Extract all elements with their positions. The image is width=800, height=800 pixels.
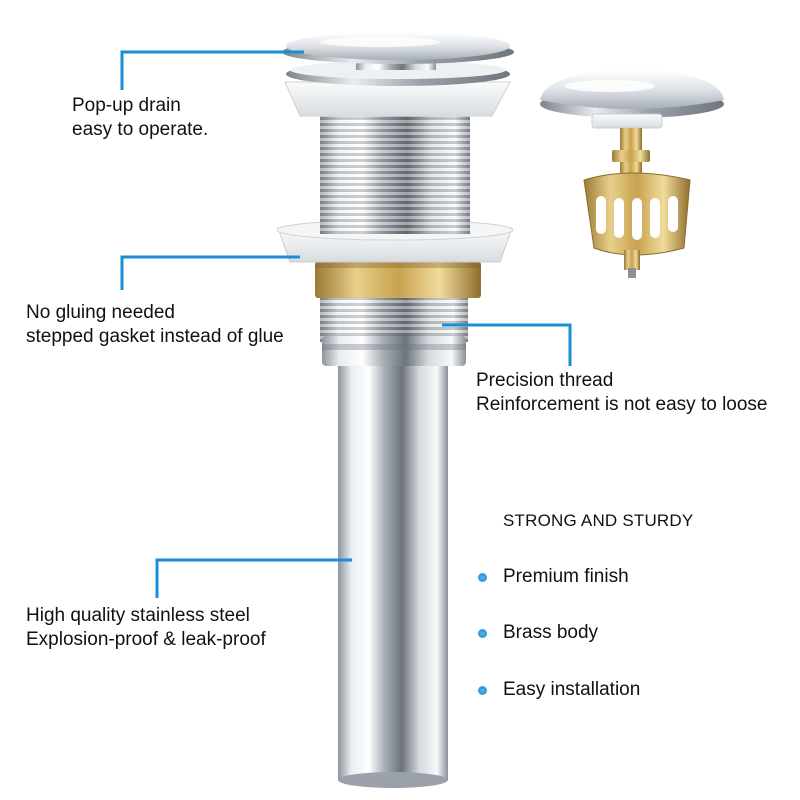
callout-thread: Precision thread Reinforcement is not ea… bbox=[476, 369, 768, 417]
callout-popup-line-1: Pop-up drain bbox=[72, 95, 181, 116]
features-heading: STRONG AND STURDY bbox=[503, 511, 694, 530]
tailpipe bbox=[338, 360, 448, 788]
callout-popup: Pop-up drain easy to operate. bbox=[72, 94, 208, 142]
steel-callout-line bbox=[155, 558, 352, 598]
bullet-dot-icon bbox=[478, 572, 487, 582]
bullet-dot-icon bbox=[478, 628, 487, 638]
bullet-dot-icon bbox=[478, 685, 487, 695]
brass-nut bbox=[315, 262, 481, 298]
popup-callout-line bbox=[120, 50, 304, 90]
callout-popup-line-2: easy to operate. bbox=[72, 119, 209, 140]
callout-steel: High quality stainless steel Explosion-p… bbox=[26, 604, 266, 652]
callout-steel-line-2: Explosion-proof & leak-proof bbox=[26, 629, 266, 650]
callout-gasket-line-1: No gluing needed bbox=[26, 302, 175, 323]
feature-item: Easy installation bbox=[478, 679, 640, 701]
callout-gasket: No gluing needed stepped gasket instead … bbox=[26, 301, 284, 349]
feature-item: Brass body bbox=[478, 622, 598, 644]
callout-gasket-line-2: stepped gasket instead of glue bbox=[26, 326, 284, 347]
stopper-inset bbox=[540, 70, 724, 278]
upper-gasket bbox=[284, 81, 511, 117]
callout-thread-line-2: Reinforcement is not easy to loose bbox=[476, 394, 768, 415]
feature-item: Premium finish bbox=[478, 566, 629, 588]
threaded-body bbox=[320, 112, 470, 234]
callout-thread-line-1: Precision thread bbox=[476, 370, 614, 391]
feature-label: Easy installation bbox=[503, 679, 641, 700]
gasket-callout-line bbox=[120, 255, 300, 290]
popup-cap bbox=[282, 32, 514, 64]
feature-label: Premium finish bbox=[503, 566, 629, 587]
feature-label: Brass body bbox=[503, 622, 599, 643]
thread-callout-line bbox=[442, 323, 572, 366]
lower-thread-collar bbox=[320, 296, 468, 366]
callout-lines bbox=[120, 50, 572, 598]
callout-steel-line-1: High quality stainless steel bbox=[26, 605, 250, 626]
